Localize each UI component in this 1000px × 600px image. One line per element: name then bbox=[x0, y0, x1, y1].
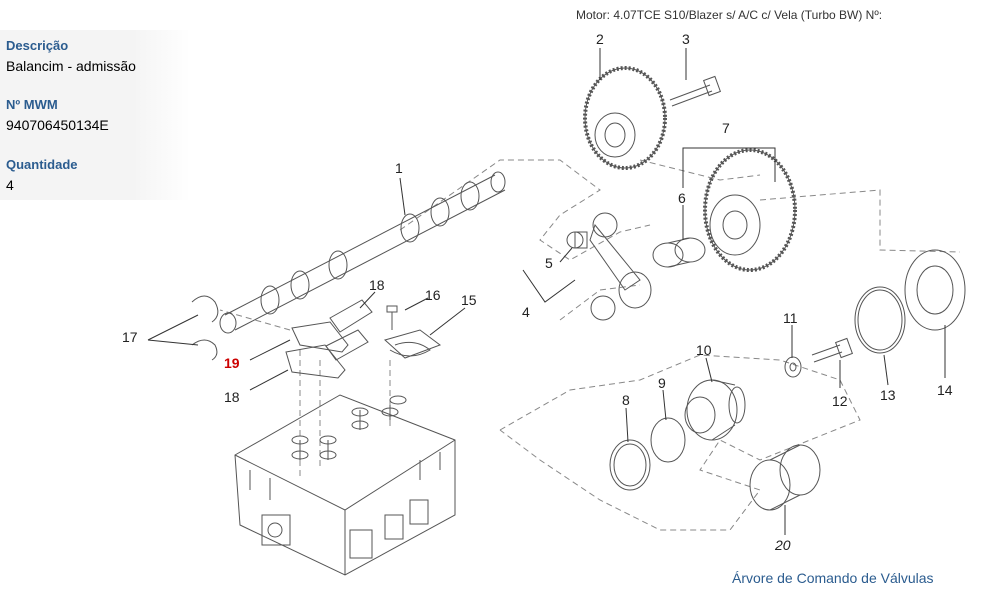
part-info-panel: Descrição Balancim - admissão Nº MWM 940… bbox=[0, 30, 190, 200]
spring-bolt-drawing bbox=[383, 305, 442, 359]
callout-3: 3 bbox=[682, 31, 690, 47]
callout-numbers: 1 2 3 4 5 6 7 8 9 10 11 12 13 14 15 16 1… bbox=[122, 31, 953, 553]
rocker-arms-drawing bbox=[285, 299, 373, 379]
description-label: Descrição bbox=[6, 38, 69, 53]
snap-rings-drawing bbox=[191, 295, 219, 361]
callout-16: 16 bbox=[425, 287, 441, 303]
callout-18-top: 18 bbox=[369, 277, 385, 293]
callout-10: 10 bbox=[696, 342, 712, 358]
bolt-3-drawing bbox=[669, 75, 722, 107]
diagram-title: Árvore de Comando de Válvulas bbox=[732, 570, 934, 586]
engine-model-header: Motor: 4.07TCE S10/Blazer s/ A/C c/ Vela… bbox=[576, 8, 883, 22]
sleeve-drawing bbox=[749, 444, 821, 511]
rings-drawing bbox=[609, 417, 686, 491]
gear-7-drawing bbox=[703, 148, 797, 272]
callout-1: 1 bbox=[395, 160, 403, 176]
bolt-washer-drawing bbox=[784, 337, 854, 378]
callout-8: 8 bbox=[622, 392, 630, 408]
gear-2-drawing bbox=[583, 66, 667, 170]
callout-4: 4 bbox=[522, 304, 530, 320]
callout-5: 5 bbox=[545, 255, 553, 271]
callout-12: 12 bbox=[832, 393, 848, 409]
callout-20: 20 bbox=[774, 537, 791, 553]
callout-14: 14 bbox=[937, 382, 953, 398]
callout-18-bottom: 18 bbox=[224, 389, 240, 405]
callout-11: 11 bbox=[783, 310, 798, 326]
callout-9: 9 bbox=[658, 375, 666, 391]
callout-15: 15 bbox=[461, 292, 477, 308]
callout-13: 13 bbox=[880, 387, 896, 403]
callout-2: 2 bbox=[596, 31, 604, 47]
mwm-label: Nº MWM bbox=[6, 97, 58, 112]
dashed-guide-frames bbox=[219, 159, 961, 531]
housing-drawing bbox=[854, 249, 966, 354]
camshaft-drawing bbox=[219, 171, 506, 334]
callout-7: 7 bbox=[722, 120, 730, 136]
quantity-value: 4 bbox=[6, 177, 14, 193]
cylinder-head-drawing bbox=[234, 394, 456, 576]
gear-10-drawing bbox=[684, 379, 746, 441]
quantity-label: Quantidade bbox=[6, 157, 78, 172]
lever-drawing bbox=[589, 212, 652, 321]
mwm-value: 940706450134E bbox=[6, 117, 109, 133]
callout-19-highlighted: 19 bbox=[224, 355, 240, 371]
callout-17: 17 bbox=[122, 329, 138, 345]
description-value: Balancim - admissão bbox=[6, 58, 136, 74]
leader-lines bbox=[147, 48, 946, 535]
bushing-drawing bbox=[566, 231, 706, 268]
callout-6: 6 bbox=[678, 190, 686, 206]
